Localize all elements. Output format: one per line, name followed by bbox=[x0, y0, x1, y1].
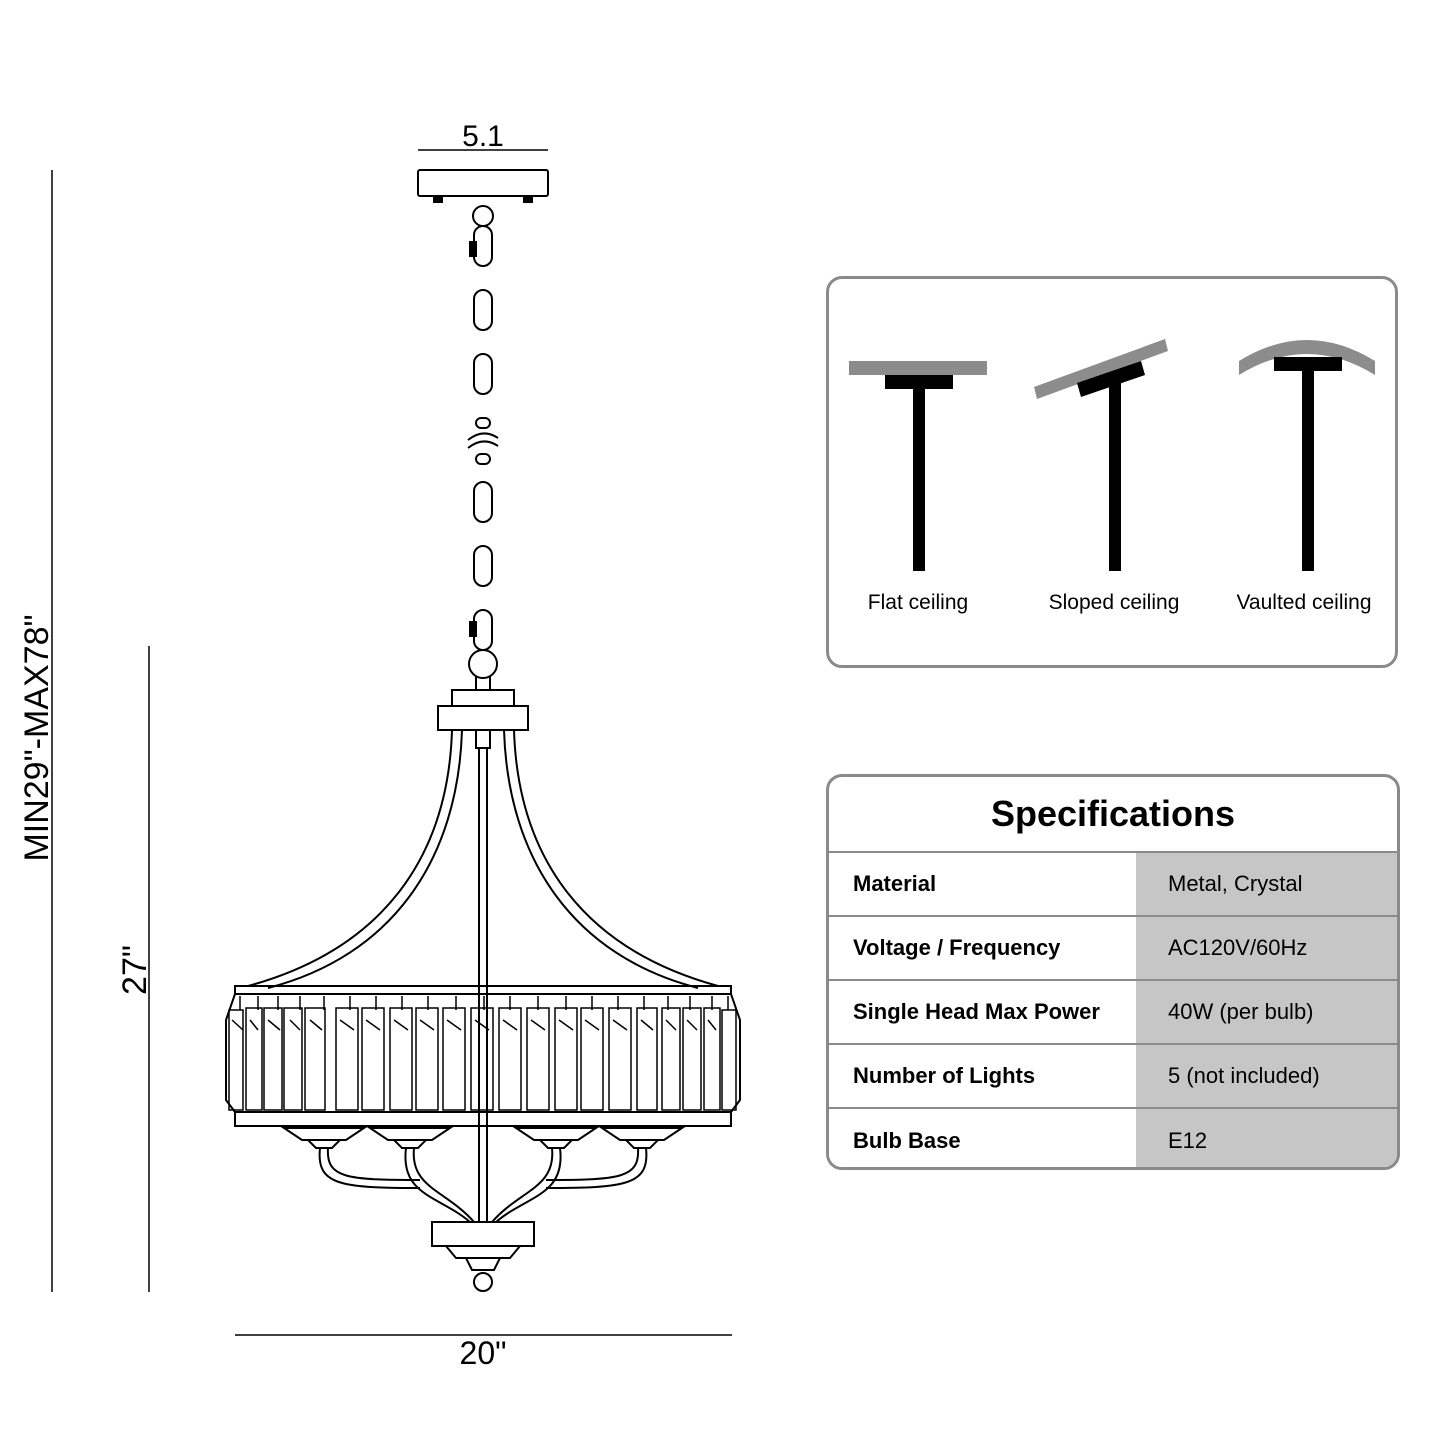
spec-value: 5 (not included) bbox=[1136, 1045, 1397, 1107]
spec-key: Number of Lights bbox=[829, 1045, 1136, 1107]
spec-row: Voltage / Frequency AC120V/60Hz bbox=[829, 917, 1397, 981]
spec-row: Single Head Max Power 40W (per bulb) bbox=[829, 981, 1397, 1045]
vaulted-ceiling-label: Vaulted ceiling bbox=[1236, 591, 1372, 614]
ceiling-types-illustration bbox=[849, 339, 1375, 571]
ceiling-types-panel: Flat ceiling Sloped ceiling Vaulted ceil… bbox=[826, 276, 1398, 668]
canopy-width-label: 5.1 bbox=[462, 120, 504, 153]
crystal-band-bottom-ring bbox=[234, 1111, 732, 1127]
spec-row: Bulb Base E12 bbox=[829, 1109, 1397, 1167]
chain bbox=[467, 225, 499, 691]
sloped-ceiling-icon bbox=[1034, 339, 1168, 571]
canopy bbox=[417, 169, 549, 197]
crystals bbox=[228, 996, 737, 1111]
light-cup-1 bbox=[280, 1127, 368, 1141]
body-width-label: 20" bbox=[460, 1335, 507, 1371]
spec-value: Metal, Crystal bbox=[1136, 853, 1397, 915]
crystal-band-top-ring bbox=[234, 985, 732, 995]
flat-ceiling-icon bbox=[849, 361, 987, 571]
finial bbox=[473, 1272, 493, 1292]
spec-key: Material bbox=[829, 853, 1136, 915]
overall-height-label: MIN29"-MAX78" bbox=[18, 614, 56, 861]
bottom-cap bbox=[431, 1221, 535, 1247]
spec-key: Voltage / Frequency bbox=[829, 917, 1136, 979]
spec-key: Bulb Base bbox=[829, 1109, 1136, 1167]
body-height-label: 27" bbox=[116, 945, 154, 995]
light-cup-2 bbox=[366, 1127, 454, 1141]
light-cup-4 bbox=[598, 1127, 686, 1141]
spec-value: 40W (per bulb) bbox=[1136, 981, 1397, 1043]
specifications-table: Specifications Material Metal, Crystal V… bbox=[826, 774, 1400, 1170]
spec-value: E12 bbox=[1136, 1109, 1397, 1167]
flat-ceiling-label: Flat ceiling bbox=[867, 591, 969, 614]
top-cap bbox=[451, 689, 515, 707]
spec-key: Single Head Max Power bbox=[829, 981, 1136, 1043]
spec-row: Number of Lights 5 (not included) bbox=[829, 1045, 1397, 1109]
light-cup-3 bbox=[512, 1127, 600, 1141]
spec-value: AC120V/60Hz bbox=[1136, 917, 1397, 979]
specifications-title: Specifications bbox=[829, 777, 1397, 853]
spec-row: Material Metal, Crystal bbox=[829, 853, 1397, 917]
sloped-ceiling-label: Sloped ceiling bbox=[1048, 591, 1180, 614]
vaulted-ceiling-icon bbox=[1239, 340, 1375, 571]
